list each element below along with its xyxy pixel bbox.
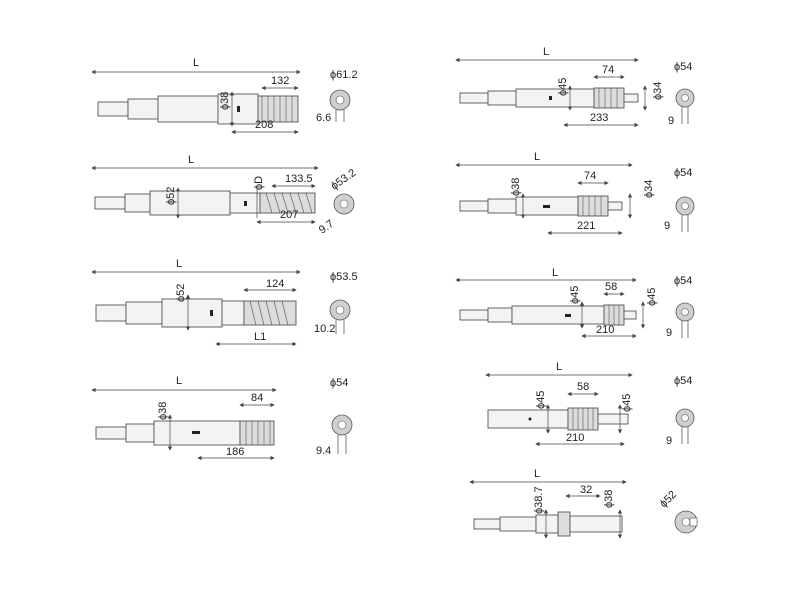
d8-end-dia: ϕ54	[674, 375, 692, 387]
d7-length: L	[552, 267, 558, 279]
d6-right-dia: ϕ34	[643, 180, 655, 198]
d2-diameter: ϕ52	[165, 187, 177, 205]
d6-total-spline: 221	[577, 220, 595, 232]
d7-end-dia: ϕ54	[674, 275, 692, 287]
d1-key-w: 6.6	[316, 112, 331, 124]
drawing-3: L ϕ52 124 L1 ϕ53.5 10.2	[91, 258, 358, 347]
d1-total-spline: 208	[255, 119, 273, 131]
drawing-7: L ϕ45 58 ϕ45 210 ϕ54 9	[455, 267, 695, 339]
d6-diameter: ϕ38	[510, 178, 522, 196]
drawing-2: L ϕ52 ϕD 133.5 207 ϕ53.2 9.7	[91, 154, 358, 237]
d4-length: L	[176, 375, 182, 387]
d8-spline-len: 58	[577, 381, 589, 393]
d6-key-w: 9	[664, 220, 670, 232]
d9-spline-len: 32	[580, 484, 592, 496]
d2-end-dia: ϕ53.2	[329, 167, 358, 193]
d9-end-dia: ϕ52	[658, 489, 680, 511]
d3-length: L	[176, 258, 182, 270]
d5-diameter: ϕ45	[557, 78, 569, 96]
drawing-1: L ϕ38 132 208 ϕ61.2 6.6	[91, 57, 358, 135]
d8-total-spline: 210	[566, 432, 584, 444]
d8-right-dia: ϕ45	[621, 394, 633, 412]
d2-key-w: 9.7	[317, 218, 336, 237]
d8-length: L	[556, 361, 562, 373]
d3-key-w: 10.2	[314, 323, 335, 335]
d6-length: L	[534, 151, 540, 163]
d8-diameter: ϕ45	[535, 391, 547, 409]
d3-diameter: ϕ52	[175, 284, 187, 302]
d9-length: L	[534, 468, 540, 480]
d7-total-spline: 210	[596, 324, 614, 336]
drawing-6: L ϕ38 74 ϕ34 221 ϕ54 9	[455, 151, 695, 236]
d3-total-spline: L1	[254, 331, 266, 343]
d7-key-w: 9	[666, 327, 672, 339]
drawing-4: L ϕ38 84 186 ϕ54 9.4	[91, 375, 353, 461]
d9-diameter: ϕ38.7	[533, 486, 545, 514]
d6-end-dia: ϕ54	[674, 167, 692, 179]
d7-diameter: ϕ45	[569, 286, 581, 304]
d4-spline-len: 84	[251, 392, 263, 404]
drawing-8: L ϕ45 58 ϕ45 210 ϕ54 9	[485, 361, 695, 447]
d2-spline-len: 133.5	[285, 173, 313, 185]
d5-end-dia: ϕ54	[674, 61, 692, 73]
d2-total-spline: 207	[280, 209, 298, 221]
d2-length: L	[188, 154, 194, 166]
d3-end-dia: ϕ53.5	[330, 271, 358, 283]
d6-spline-len: 74	[584, 170, 596, 182]
drawing-5: L ϕ45 74 ϕ34 233 ϕ54 9	[455, 46, 695, 128]
d4-total-spline: 186	[226, 446, 244, 458]
d7-spline-len: 58	[605, 281, 617, 293]
d4-end-dia: ϕ54	[330, 377, 348, 389]
d1-length: L	[193, 57, 199, 69]
d1-end-dia: ϕ61.2	[330, 69, 358, 81]
d1-spline-len: 132	[271, 75, 289, 87]
d5-key-w: 9	[668, 115, 674, 127]
d5-right-dia: ϕ34	[652, 82, 664, 100]
d4-key-w: 9.4	[316, 445, 331, 457]
d2-d-label: ϕD	[253, 176, 265, 190]
d4-diameter: ϕ38	[157, 402, 169, 420]
drawing-9: L ϕ38.7 32 ϕ38 ϕ52	[469, 468, 698, 539]
d5-length: L	[543, 46, 549, 58]
d8-key-w: 9	[666, 435, 672, 447]
d9-right-dia: ϕ38	[603, 490, 615, 508]
d5-total-spline: 233	[590, 112, 608, 124]
d3-spline-len: 124	[266, 278, 284, 290]
d1-diameter: ϕ38	[219, 92, 231, 110]
d7-right-dia: ϕ45	[646, 288, 658, 306]
d5-spline-len: 74	[602, 64, 614, 76]
